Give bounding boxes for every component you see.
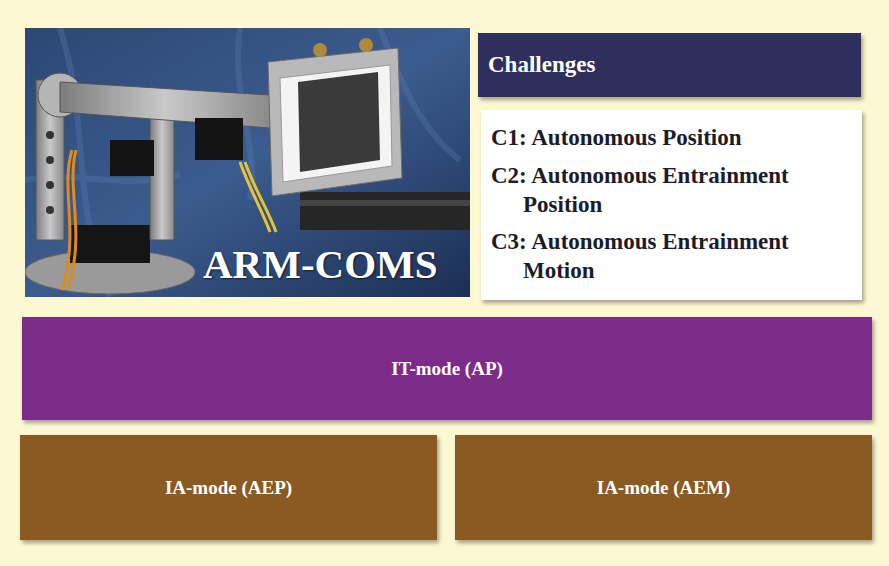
- heading-text: Challenges: [488, 51, 851, 80]
- mode-label: IA-mode (AEP): [30, 476, 427, 500]
- mode-box: IA-mode (AEP): [20, 435, 437, 540]
- rail-groove: [300, 200, 470, 206]
- smartphone: [280, 65, 392, 182]
- mode-label: IT-mode (AP): [32, 357, 862, 381]
- base-servo: [70, 225, 150, 263]
- heading-box: Challenges: [478, 33, 861, 97]
- aluminium-rail: [300, 192, 470, 230]
- phone-holder: [268, 48, 402, 196]
- challenge-item: C1: Autonomous Position: [491, 124, 854, 153]
- mode-label: IA-mode (AEM): [465, 476, 862, 500]
- phone-screen: [298, 72, 380, 172]
- brass-knob: [359, 38, 373, 52]
- brass-knob: [313, 43, 327, 57]
- mode-box: IA-mode (AEM): [455, 435, 872, 540]
- cloth-fold: [25, 28, 460, 297]
- challenge-list-box: C1: Autonomous PositionC2: Autonomous En…: [481, 110, 862, 300]
- arm-servo: [110, 140, 154, 176]
- photo-group: [25, 28, 470, 297]
- photo-title: ARM-COMS: [203, 240, 438, 288]
- servo-wire: [240, 162, 276, 232]
- servo-wire: [62, 150, 76, 290]
- link-holes: [46, 106, 54, 214]
- mode-band: IT-mode (AP): [22, 317, 872, 420]
- challenge-item: C2: Autonomous Entrainment Position: [491, 162, 854, 220]
- challenge-item: C3: Autonomous Entrainment Motion: [491, 228, 854, 286]
- arm-servo: [195, 118, 243, 160]
- cloth-backdrop: [25, 28, 470, 297]
